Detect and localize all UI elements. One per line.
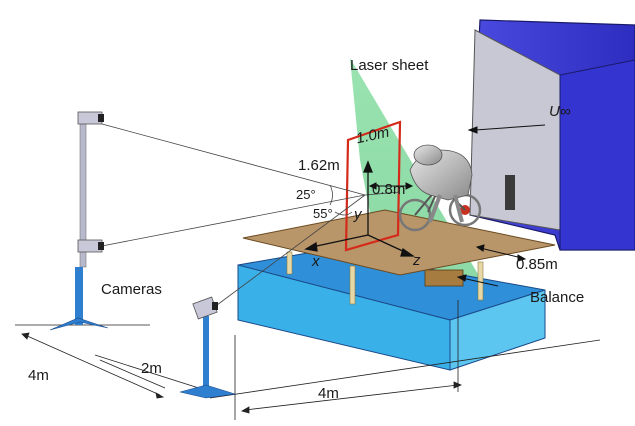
floor-dimensions (15, 300, 601, 420)
balance-unit (424, 269, 464, 287)
base-block (237, 249, 546, 371)
height-dimension: 1.62m (298, 157, 340, 174)
angle-arc-25 (329, 184, 333, 206)
floor-dimension-4m-bottom: 4m (318, 385, 339, 402)
platform-plate (242, 209, 556, 276)
angle-25-label: 25° (296, 187, 316, 202)
wind-tunnel-nozzle (469, 19, 635, 251)
camera-sight-lines (101, 123, 401, 309)
laser-sheet-label: Laser sheet (350, 57, 429, 74)
angle-55-label: 55° (313, 206, 333, 221)
axis-x-label: x (312, 253, 320, 270)
cyclist-model (398, 144, 482, 232)
axis-z-label: z (413, 252, 421, 269)
axis-y-label: y (354, 206, 362, 223)
cameras-label: Cameras (101, 281, 162, 298)
floor-dimension-2m: 2m (141, 360, 162, 377)
distance-dimension-0-8m: 0.8m (372, 181, 406, 198)
camera-tripod (179, 296, 236, 399)
laser-sheet (350, 58, 520, 345)
measurement-frame (344, 120, 402, 252)
distance-dimension-0-85m: 0.85m (516, 256, 558, 273)
platform-legs (286, 251, 484, 305)
floor-dimension-4m-left: 4m (28, 367, 49, 384)
angle-arc-55 (334, 211, 353, 216)
dimension-lines (368, 124, 546, 287)
freestream-velocity-label: U∞ (549, 103, 571, 120)
balance-label: Balance (530, 289, 585, 306)
camera-mast (49, 111, 109, 331)
coordinate-axes (304, 160, 416, 257)
